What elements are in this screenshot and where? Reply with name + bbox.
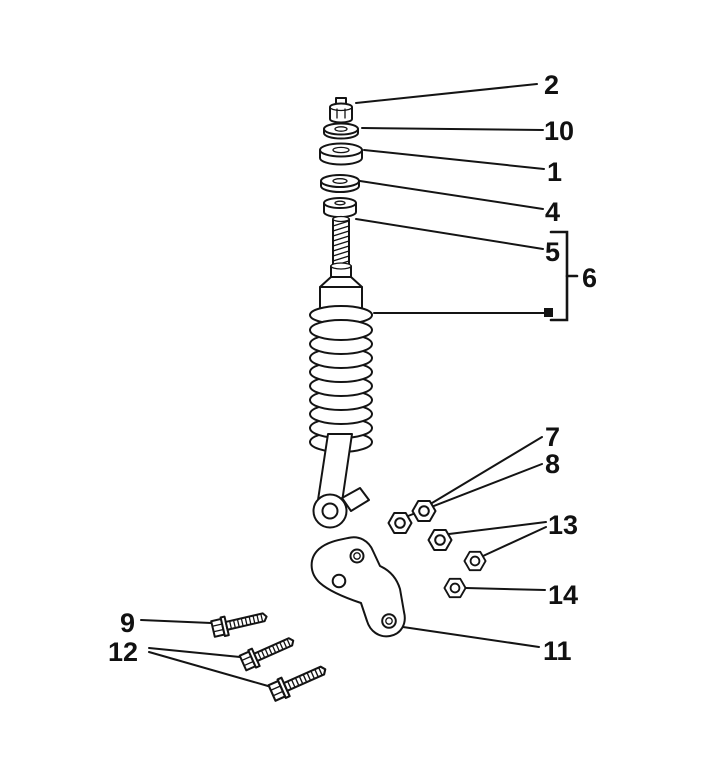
part-washer-upper xyxy=(323,122,359,140)
leader-1 xyxy=(363,149,545,170)
part-cap-nut xyxy=(329,97,353,124)
callout-9: 9 xyxy=(120,608,135,638)
leader-12a xyxy=(148,647,241,658)
leader-13a xyxy=(448,521,547,535)
part-shock-body xyxy=(309,262,373,325)
leader-10 xyxy=(361,127,544,131)
part-bolt-12a xyxy=(238,630,299,673)
part-bolt-9 xyxy=(209,606,270,640)
part-washer-lower xyxy=(320,174,360,193)
part-bolt-12b xyxy=(266,659,331,704)
part-nut-8 xyxy=(387,512,413,534)
upper-mount-stack xyxy=(319,97,363,268)
callout-7: 7 xyxy=(545,422,560,452)
leader-5 xyxy=(355,218,544,250)
part-nut-7 xyxy=(411,500,437,522)
leader-14 xyxy=(465,587,546,591)
part-nut-13a xyxy=(427,529,453,551)
fastener-bolts xyxy=(209,606,331,704)
part-mounting-bracket xyxy=(310,536,406,638)
leader-6-dot xyxy=(544,308,553,317)
fastener-nuts xyxy=(387,500,487,599)
callout-14: 14 xyxy=(548,580,578,610)
callout-labels: 2 10 1 4 5 6 7 8 13 14 11 9 12 xyxy=(108,70,597,667)
leader-13b xyxy=(482,526,547,557)
callout-6: 6 xyxy=(582,263,597,293)
callout-10: 10 xyxy=(544,116,574,146)
callout-1: 1 xyxy=(547,157,562,187)
part-nut-13b xyxy=(463,550,487,572)
part-spring xyxy=(309,319,373,453)
leader-4 xyxy=(359,180,544,210)
part-bushing xyxy=(323,197,357,218)
part-threaded-rod xyxy=(332,215,350,268)
leader-12b xyxy=(148,651,269,687)
part-nut-14 xyxy=(443,577,467,599)
callout-5: 5 xyxy=(545,237,560,267)
callout-2: 2 xyxy=(544,70,559,100)
leader-9 xyxy=(140,619,212,624)
callout-11: 11 xyxy=(543,636,572,666)
callout-8: 8 xyxy=(545,449,560,479)
callout-4: 4 xyxy=(545,197,560,227)
leader-7 xyxy=(431,436,543,504)
part-lower-mount-eye xyxy=(312,433,370,529)
leader-2 xyxy=(355,83,538,104)
callout-13: 13 xyxy=(548,510,578,540)
callout-12: 12 xyxy=(108,637,138,667)
part-spring-cap xyxy=(319,142,363,166)
leader-11 xyxy=(402,626,540,648)
